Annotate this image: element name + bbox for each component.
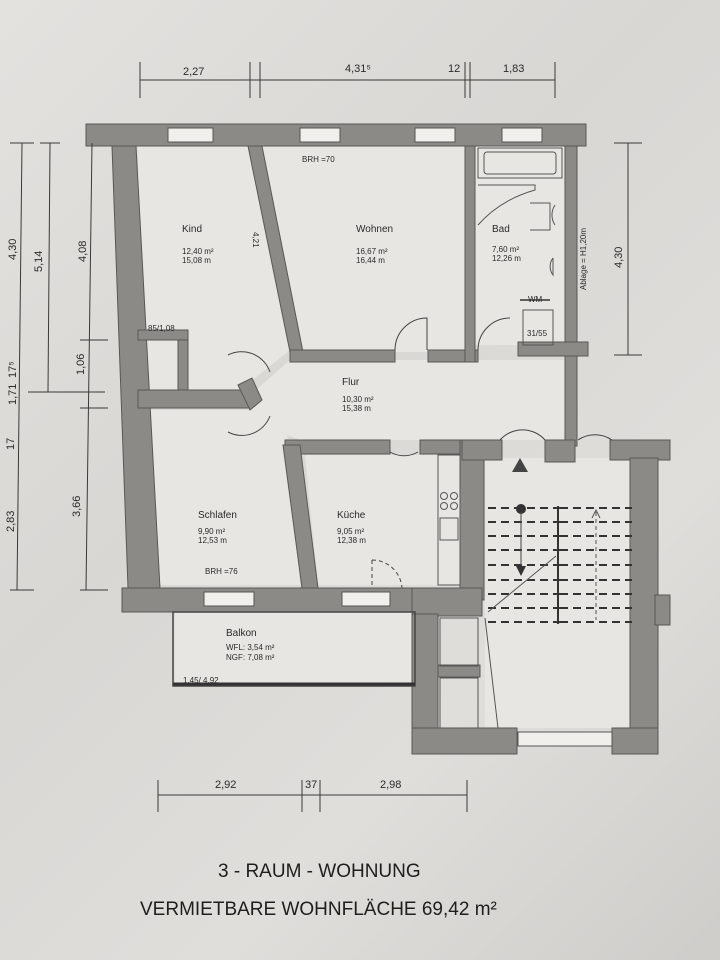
dim-top-4: 1,83: [503, 63, 524, 75]
svg-text:Bad: Bad: [492, 224, 510, 235]
dim-left-inner-2: 1,06: [75, 354, 87, 375]
svg-text:15,08 m: 15,08 m: [182, 256, 211, 265]
svg-text:Schlafen: Schlafen: [198, 510, 237, 521]
dim-bottom-2: 37: [305, 779, 317, 791]
brh-bottom-label: BRH =76: [205, 567, 238, 576]
wm-label: WM: [528, 295, 543, 304]
svg-text:Flur: Flur: [342, 377, 360, 388]
svg-text:12,40 m²: 12,40 m²: [182, 247, 214, 256]
dim-top-1: 2,27: [183, 66, 204, 78]
dim-top-2: 4,31⁵: [345, 63, 371, 75]
dim-right-1: 4,30: [613, 247, 625, 268]
doors: [227, 317, 613, 589]
dim-bottom-1: 2,92: [215, 779, 236, 791]
room-balkon: Balkon WFL: 3,54 m² NGF: 7,08 m²: [226, 628, 275, 662]
room-kind: Kind 12,40 m² 15,08 m: [182, 224, 214, 265]
title-line-2: VERMIETBARE WOHNFLÄCHE 69,42 m²: [140, 899, 497, 920]
staircase: [439, 458, 632, 729]
svg-text:NGF: 7,08 m²: NGF: 7,08 m²: [226, 653, 275, 662]
svg-text:12,38 m: 12,38 m: [337, 536, 366, 545]
annotations: BRH =70 BRH =76 WM Ablage = H1,20m: [205, 155, 588, 576]
dim-left-inner-3: 3,66: [71, 496, 83, 517]
title-line-1: 3 - RAUM - WOHNUNG: [218, 861, 421, 882]
balcony: [172, 611, 416, 687]
room-schlafen: Schlafen 9,90 m² 12,53 m: [198, 510, 237, 545]
svg-text:7,60 m²: 7,60 m²: [492, 245, 519, 254]
dim-wm: 31/55: [527, 329, 548, 338]
svg-text:Kind: Kind: [182, 224, 202, 235]
svg-text:16,44 m: 16,44 m: [356, 256, 385, 265]
svg-text:12,53 m: 12,53 m: [198, 536, 227, 545]
room-labels: Kind 12,40 m² 15,08 m Wohnen 16,67 m² 16…: [182, 224, 521, 662]
bathroom-fixtures: [477, 147, 563, 346]
dim-left-small-1: 17⁵: [7, 361, 19, 378]
room-bad: Bad 7,60 m² 12,26 m: [492, 224, 521, 263]
svg-text:WFL: 3,54 m²: WFL: 3,54 m²: [226, 643, 275, 652]
svg-text:9,90 m²: 9,90 m²: [198, 527, 225, 536]
dim-top-3: 12: [448, 63, 460, 75]
svg-text:16,67 m²: 16,67 m²: [356, 247, 388, 256]
dim-balcony-opening: 1,45/ 4,92: [183, 676, 219, 685]
windows: [167, 127, 613, 747]
dim-diag-wall: 4,21: [251, 232, 260, 248]
dim-left-outer-2: 1,71: [7, 384, 19, 405]
ablage-label: Ablage = H1,20m: [579, 228, 588, 290]
brh-top-label: BRH =70: [302, 155, 335, 164]
dim-left-middle-1: 5,14: [33, 251, 45, 272]
dimension-labels: 2,27 4,31⁵ 12 1,83 2,92 37 2,98 4,30 17⁵…: [5, 63, 625, 791]
svg-text:15,38 m: 15,38 m: [342, 404, 371, 413]
room-flur: Flur 10,30 m² 15,38 m: [342, 377, 374, 413]
room-wohnen: Wohnen 16,67 m² 16,44 m: [356, 224, 393, 265]
kitchen-fixtures: [437, 454, 461, 586]
plan-title: 3 - RAUM - WOHNUNG VERMIETBARE WOHNFLÄCH…: [140, 861, 497, 920]
dim-niche: 85/1,08: [148, 324, 175, 333]
dim-left-outer-1: 4,30: [7, 239, 19, 260]
svg-text:Küche: Küche: [337, 510, 366, 521]
dim-left-outer-3: 2,83: [5, 511, 17, 532]
svg-text:12,26 m: 12,26 m: [492, 254, 521, 263]
dimension-lines: [10, 62, 642, 812]
dim-left-small-2: 17: [5, 438, 17, 450]
svg-text:9,05 m²: 9,05 m²: [337, 527, 364, 536]
room-kueche: Küche 9,05 m² 12,38 m: [337, 510, 366, 545]
svg-text:Wohnen: Wohnen: [356, 224, 393, 235]
svg-text:Balkon: Balkon: [226, 628, 257, 639]
dim-left-inner-1: 4,08: [77, 241, 89, 262]
dim-bottom-3: 2,98: [380, 779, 401, 791]
svg-text:10,30 m²: 10,30 m²: [342, 395, 374, 404]
